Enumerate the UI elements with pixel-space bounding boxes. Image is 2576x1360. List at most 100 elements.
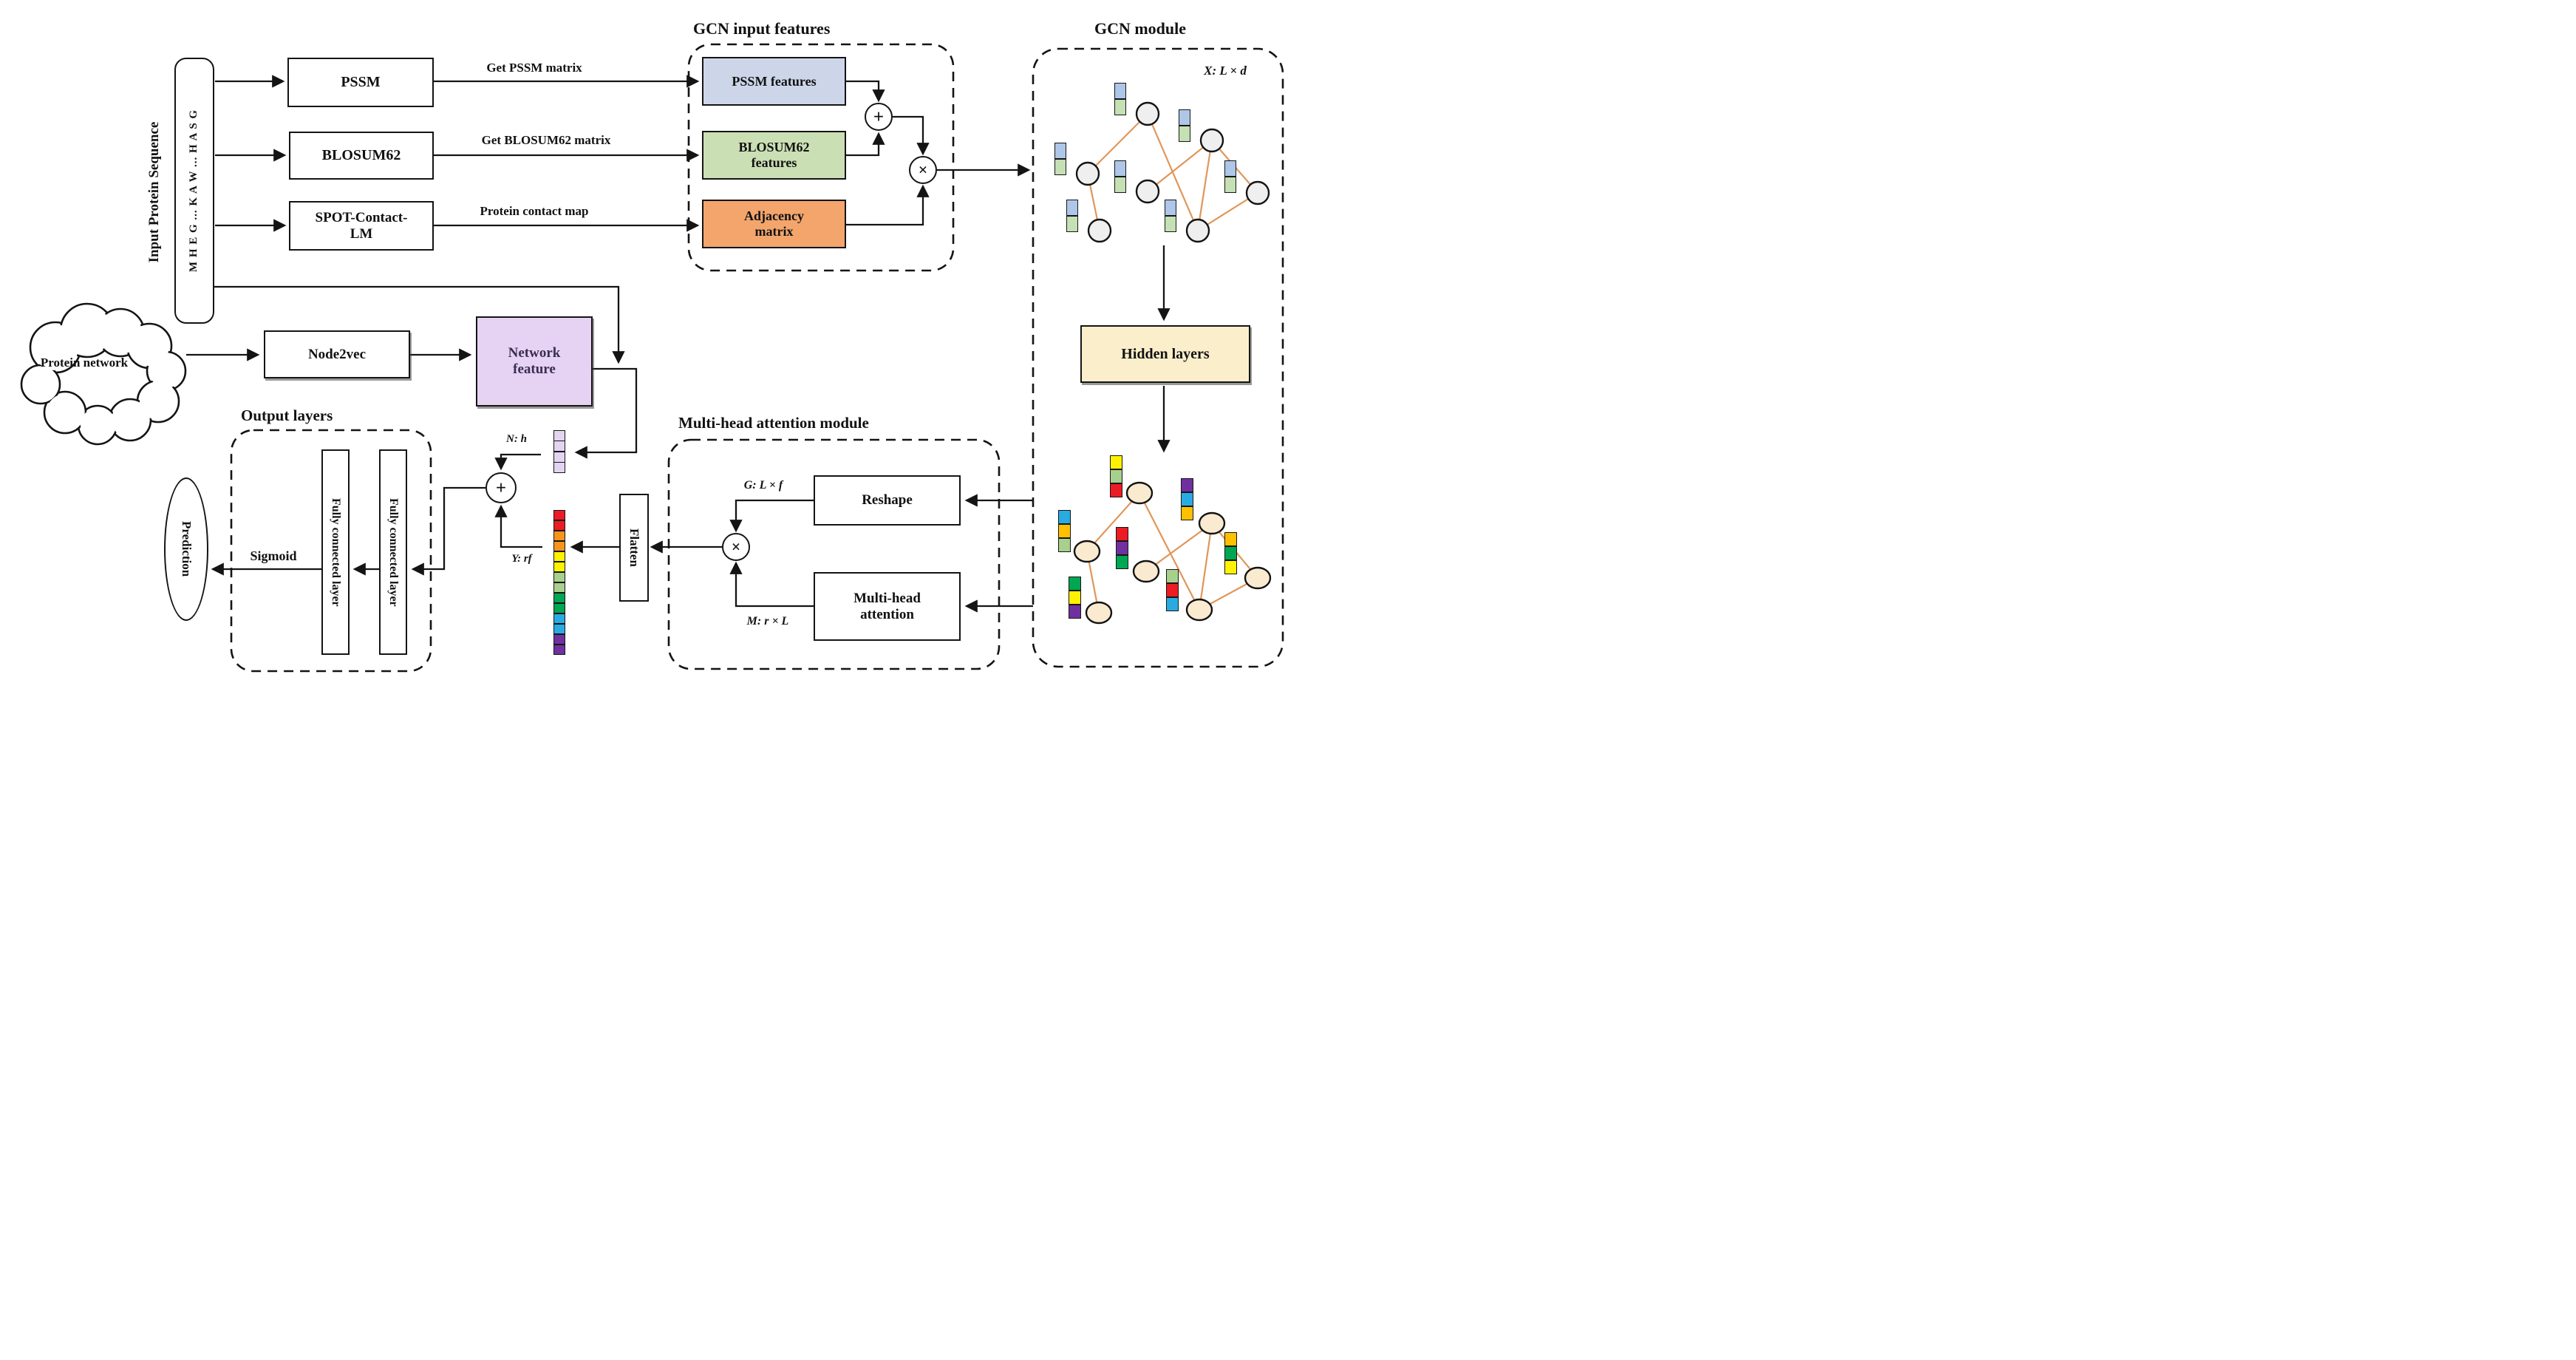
vector-cell (1117, 541, 1128, 555)
graph-node (1245, 180, 1270, 205)
y-vector-label: Y: rf (511, 553, 532, 565)
fully-connected-layer-1: Fully connected layer (321, 449, 350, 655)
blosum62-tool-box: BLOSUM62 (289, 132, 434, 180)
vector-cell (1067, 216, 1077, 231)
gcn-hidden-graph (1073, 481, 1272, 625)
get-pssm-matrix-label: Get PSSM matrix (486, 61, 582, 75)
hidden-feature-vector (1058, 510, 1071, 552)
node-feature-vector (1224, 160, 1236, 193)
vector-cell (1179, 126, 1190, 141)
vector-cell (1111, 483, 1122, 497)
vector-cell (1225, 533, 1236, 546)
vector-cell (1111, 469, 1122, 483)
vector-cell (1167, 583, 1178, 597)
vector-cell (554, 593, 565, 603)
vector-cell (1117, 555, 1128, 568)
vector-cell (1111, 456, 1122, 469)
vector-cell (554, 562, 565, 572)
vector-cell (1165, 200, 1176, 216)
vector-cell (1182, 492, 1193, 506)
vector-cell (554, 645, 565, 654)
vector-cell (554, 520, 565, 531)
fully-connected-layer-2: Fully connected layer (379, 449, 407, 655)
input-protein-sequence-label: Input Protein Sequence (146, 121, 162, 263)
vector-cell (1115, 161, 1125, 177)
vector-cell (554, 531, 565, 541)
vector-cell (554, 582, 565, 593)
vector-cell (554, 463, 565, 473)
vector-cell (1059, 511, 1070, 524)
graph-node (1132, 560, 1160, 583)
mha-module-dashed-border (667, 438, 1001, 670)
gcn-module-dashed-border (1032, 47, 1284, 668)
gcn-input-features-title: GCN input features (693, 19, 831, 38)
vector-cell (1069, 591, 1080, 605)
network-feature-vector (553, 430, 565, 473)
vector-cell (554, 603, 565, 613)
graph-node (1125, 481, 1154, 505)
graph-node (1135, 101, 1160, 126)
vector-cell (554, 634, 565, 644)
vector-cell (1067, 200, 1077, 216)
vector-cell (554, 572, 565, 582)
multiply-operator-icon: × (722, 533, 750, 561)
hidden-feature-vector (1181, 478, 1193, 520)
vector-cell (554, 551, 565, 562)
pssm-tool-box: PSSM (287, 58, 434, 107)
graph-node (1244, 566, 1272, 590)
vector-cell (1115, 177, 1125, 192)
vector-cell (1059, 524, 1070, 538)
diagram-wires (20, 43, 1284, 673)
add-operator-icon: + (485, 472, 517, 503)
vector-cell (1167, 597, 1178, 611)
hidden-feature-vector (1166, 569, 1179, 611)
blosum62-features-box: BLOSUM62 features (702, 131, 846, 180)
graph-node (1085, 601, 1113, 625)
multi-head-attention-box: Multi-head attention (814, 572, 961, 641)
hidden-feature-vector (1224, 532, 1237, 574)
node-feature-vector (1114, 83, 1126, 115)
graph-node (1073, 540, 1101, 563)
gcn-input-graph (1075, 101, 1270, 243)
vector-cell (554, 431, 565, 441)
protein-network-cloud (20, 302, 187, 446)
vector-cell (1179, 110, 1190, 126)
vector-cell (1182, 479, 1193, 492)
pssm-features-box: PSSM features (702, 57, 846, 106)
vector-cell (554, 452, 565, 462)
vector-cell (1225, 560, 1236, 574)
graph-node (1199, 128, 1224, 153)
vector-cell (1055, 143, 1066, 159)
m-dimension-label: M: r × L (746, 615, 789, 628)
connector-arrows (186, 75, 1171, 613)
graph-node (1185, 218, 1210, 243)
protein-contact-map-label: Protein contact map (480, 204, 589, 218)
graph-node (1087, 218, 1112, 243)
graph-node (1075, 161, 1100, 186)
hidden-feature-vector (1069, 577, 1081, 619)
protein-sequence-letters: M H E G ... K A W ... H A S G (188, 109, 200, 273)
graph-node (1185, 598, 1213, 622)
vector-cell (1069, 577, 1080, 591)
vector-cell (1059, 538, 1070, 551)
vector-cell (1165, 216, 1176, 231)
spot-contact-lm-box: SPOT-Contact-LM (289, 201, 434, 251)
attention-output-vector (553, 510, 565, 655)
node-feature-vector (1114, 160, 1126, 193)
output-layers-title: Output layers (241, 407, 333, 424)
network-feature-box: Network feature (476, 316, 593, 407)
adjacency-matrix-box: Adjacency matrix (702, 200, 846, 248)
vector-cell (1117, 528, 1128, 541)
vector-cell (1225, 177, 1236, 192)
vector-cell (1115, 99, 1125, 115)
vector-cell (1055, 159, 1066, 174)
protein-sequence-box (174, 58, 214, 324)
architecture-diagram: Input Protein Sequence M H E G ... K A W… (0, 0, 1288, 680)
graph-node (1135, 179, 1160, 204)
protein-network-cloud-label: Protein network (40, 356, 129, 370)
vector-cell (1115, 84, 1125, 99)
flatten-box: Flatten (619, 494, 649, 602)
graph-node (1198, 511, 1226, 535)
vector-cell (1225, 161, 1236, 177)
vector-cell (1225, 546, 1236, 560)
